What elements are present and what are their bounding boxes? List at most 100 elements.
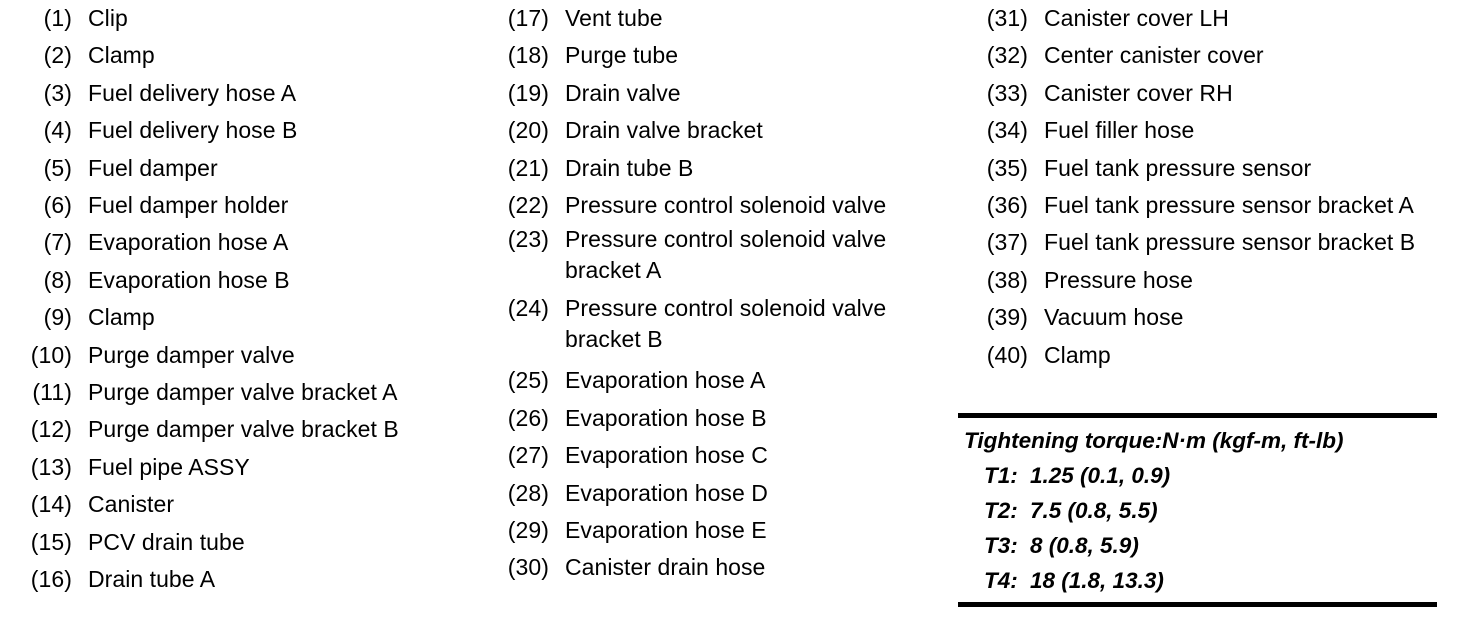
list-item: (14) Canister (0, 486, 470, 523)
item-label: Drain tube B (565, 154, 694, 181)
torque-key: T4: (984, 568, 1018, 593)
parts-legend-column-2: (17) Vent tube (18) Purge tube (19) Drai… (477, 0, 947, 587)
item-number: (29) (507, 517, 549, 544)
item-number: (20) (507, 117, 549, 144)
torque-value: 8 (0.8, 5.9) (1030, 533, 1139, 558)
list-item: (9) Clamp (0, 299, 470, 336)
item-number: (4) (43, 117, 72, 144)
item-number: (39) (986, 304, 1028, 331)
list-item: (38) Pressure hose (955, 262, 1435, 299)
item-number: (28) (507, 479, 549, 506)
torque-table-heading: Tightening torque:N·m (kgf-m, ft-lb) (964, 428, 1344, 453)
item-label: Pressure control solenoid valve bracket … (565, 226, 887, 284)
item-number: (5) (43, 154, 72, 181)
list-item: (13) Fuel pipe ASSY (0, 449, 470, 486)
torque-key: T3: (984, 533, 1018, 558)
torque-value: 7.5 (0.8, 5.5) (1030, 498, 1158, 523)
item-number: (3) (43, 79, 72, 106)
list-item: (6) Fuel damper holder (0, 187, 470, 224)
list-item: (2) Clamp (0, 37, 470, 74)
item-number: (25) (507, 367, 549, 394)
item-label: Canister (88, 491, 175, 518)
item-label: Clamp (88, 304, 155, 331)
item-number: (15) (30, 528, 72, 555)
item-number: (12) (30, 416, 72, 443)
torque-key: T2: (984, 498, 1018, 523)
item-label: Purge damper valve bracket B (88, 416, 399, 443)
torque-value: 1.25 (0.1, 0.9) (1030, 463, 1171, 488)
list-item: (15) PCV drain tube (0, 524, 470, 561)
item-label: Evaporation hose B (565, 404, 767, 431)
item-number: (40) (986, 341, 1028, 368)
list-item: (19) Drain valve (477, 75, 947, 112)
item-number: (2) (43, 42, 72, 69)
list-item: (22) Pressure control solenoid valve (477, 187, 947, 224)
item-label: Center canister cover (1044, 42, 1264, 69)
item-number: (13) (30, 453, 72, 480)
torque-row: T4: 18 (1.8, 13.3) (958, 563, 1437, 598)
item-label: Drain valve bracket (565, 117, 763, 144)
parts-legend-column-3: (31) Canister cover LH (32) Center canis… (955, 0, 1435, 374)
item-number: (34) (986, 117, 1028, 144)
item-label: Clamp (1044, 341, 1111, 368)
item-label: Fuel tank pressure sensor (1044, 154, 1312, 181)
list-item: (4) Fuel delivery hose B (0, 112, 470, 149)
item-label: PCV drain tube (88, 528, 245, 555)
item-number: (36) (986, 192, 1028, 219)
list-item: (36) Fuel tank pressure sensor bracket A (955, 187, 1435, 224)
list-item: (27) Evaporation hose C (477, 437, 947, 474)
item-label: Fuel delivery hose B (88, 117, 298, 144)
item-number: (23) (507, 226, 549, 253)
item-label: Vent tube (565, 5, 663, 31)
item-number: (22) (507, 192, 549, 219)
item-number: (32) (986, 42, 1028, 69)
list-item: (32) Center canister cover (955, 37, 1435, 74)
item-label: Canister drain hose (565, 554, 766, 581)
list-item: (40) Clamp (955, 337, 1435, 374)
torque-row: T3: 8 (0.8, 5.9) (958, 528, 1437, 563)
parts-legend-column-1: (1) Clip (2) Clamp (3) Fuel delivery hos… (0, 0, 470, 599)
item-label: Pressure control solenoid valve bracket … (565, 295, 887, 353)
list-item: (23) Pressure control solenoid valve bra… (477, 224, 947, 286)
item-label: Purge damper valve (88, 341, 295, 368)
list-item: (30) Canister drain hose (477, 549, 947, 586)
item-label: Fuel tank pressure sensor bracket B (1044, 229, 1416, 256)
item-label: Canister cover LH (1044, 5, 1229, 31)
item-label: Evaporation hose A (88, 229, 289, 256)
item-number: (11) (32, 379, 72, 406)
item-label: Fuel pipe ASSY (88, 453, 250, 480)
item-label: Fuel filler hose (1044, 117, 1195, 144)
item-number: (31) (986, 5, 1028, 31)
list-item: (29) Evaporation hose E (477, 512, 947, 549)
tightening-torque-table: Tightening torque:N·m (kgf-m, ft-lb) T1:… (958, 413, 1437, 607)
item-label: Drain valve (565, 79, 681, 106)
item-number: (38) (986, 266, 1028, 293)
list-item: (28) Evaporation hose D (477, 475, 947, 512)
item-number: (19) (507, 79, 549, 106)
item-label: Drain tube A (88, 566, 216, 593)
torque-row: T2: 7.5 (0.8, 5.5) (958, 493, 1437, 528)
item-label: Fuel tank pressure sensor bracket A (1044, 192, 1414, 219)
item-label: Evaporation hose B (88, 266, 290, 293)
list-item: (21) Drain tube B (477, 150, 947, 187)
item-label: Clip (88, 5, 128, 31)
list-item: (34) Fuel filler hose (955, 112, 1435, 149)
list-item: (35) Fuel tank pressure sensor (955, 150, 1435, 187)
list-item: (8) Evaporation hose B (0, 262, 470, 299)
item-number: (9) (43, 304, 72, 331)
item-number: (33) (986, 79, 1028, 106)
item-number: (16) (30, 566, 72, 593)
list-item: (25) Evaporation hose A (477, 362, 947, 399)
item-label: Evaporation hose A (565, 367, 766, 394)
list-item: (37) Fuel tank pressure sensor bracket B (955, 224, 1435, 261)
item-label: Evaporation hose D (565, 479, 768, 506)
list-item: (1) Clip (0, 0, 470, 37)
item-number: (27) (507, 442, 549, 469)
item-label: Fuel damper (88, 154, 218, 181)
item-label: Evaporation hose E (565, 517, 767, 544)
item-number: (21) (507, 154, 549, 181)
item-number: (6) (43, 192, 72, 219)
list-item: (5) Fuel damper (0, 150, 470, 187)
list-item: (26) Evaporation hose B (477, 400, 947, 437)
item-number: (37) (986, 229, 1028, 256)
